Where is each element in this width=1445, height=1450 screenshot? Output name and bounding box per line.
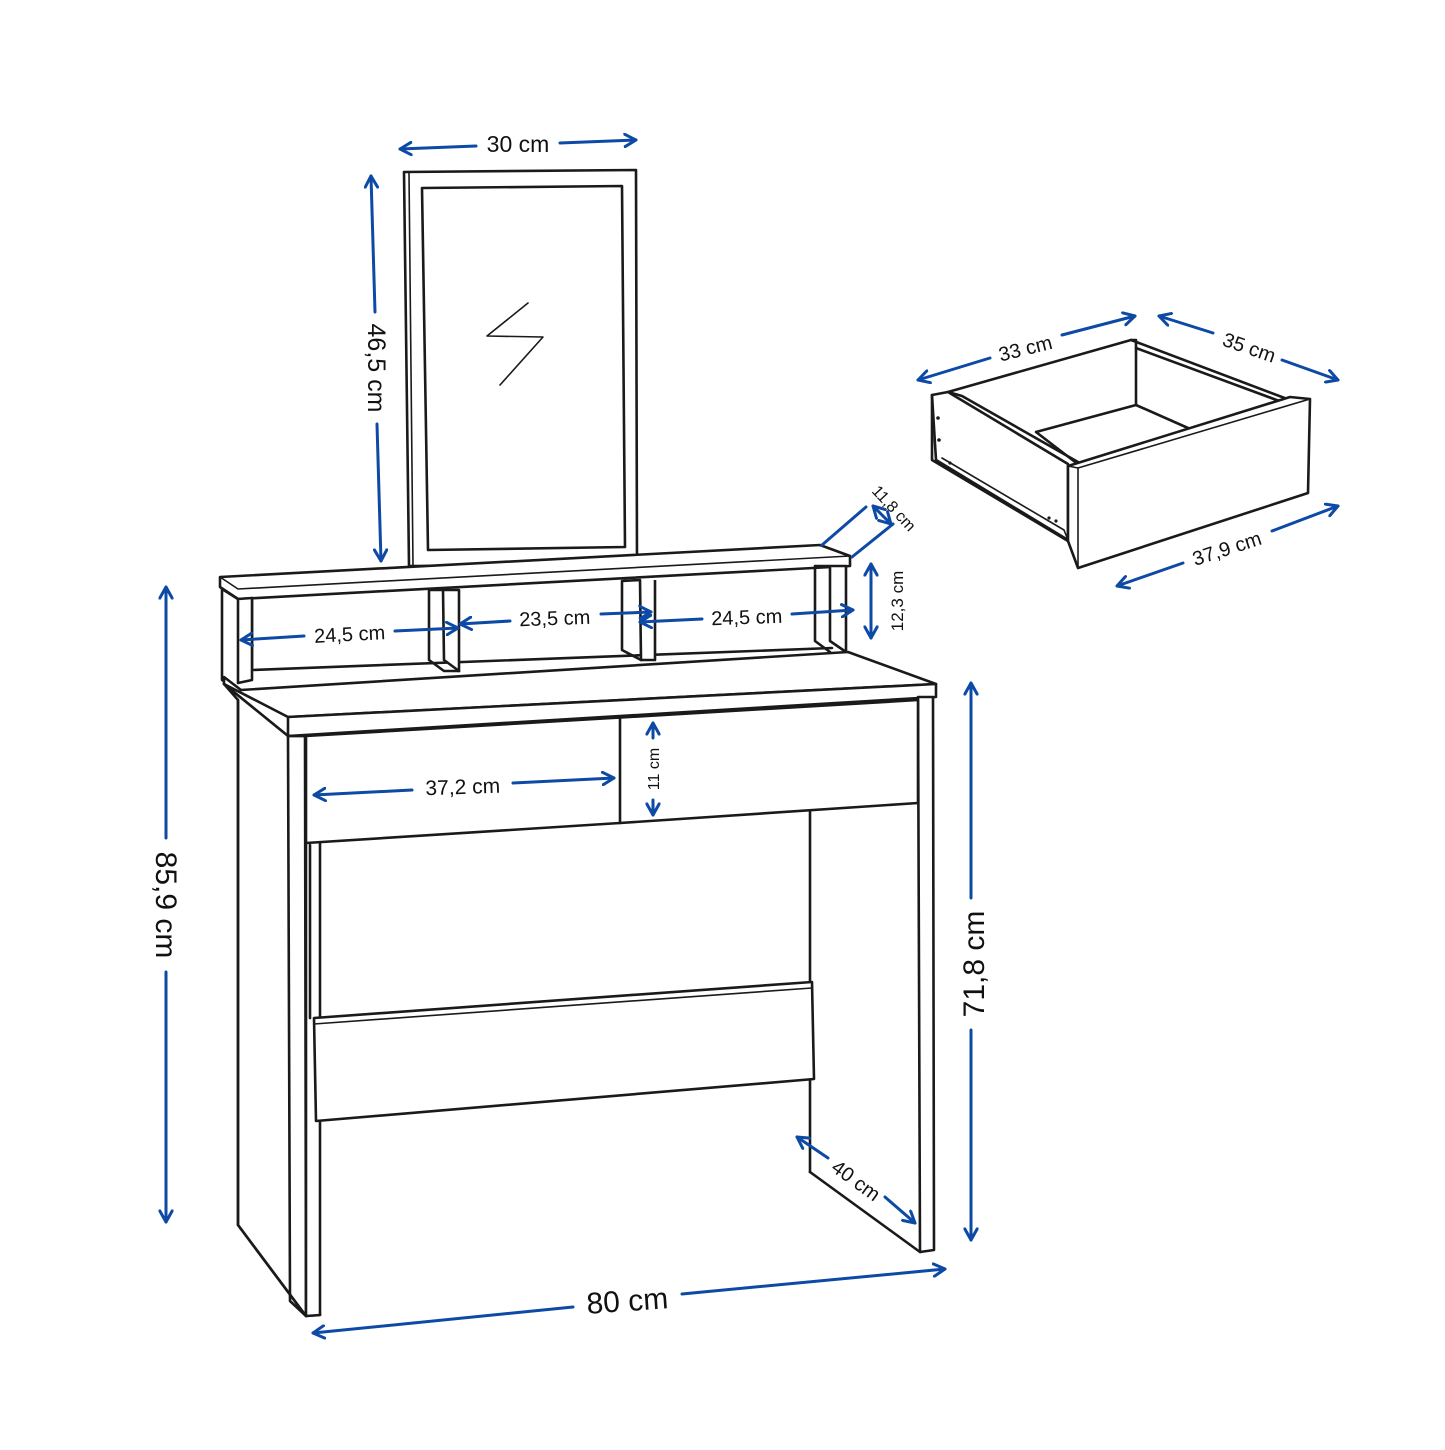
dim-drawer-width-right xyxy=(511,778,616,783)
drawer-left-rim-inner xyxy=(946,390,1080,464)
hutch-left-side-edge xyxy=(220,587,240,692)
label-desk-width: 80 cm xyxy=(585,1282,669,1321)
label-drawer-front-width: 37,9 cm xyxy=(1190,528,1264,571)
hutch-top-board xyxy=(218,543,852,601)
hutch-left-side xyxy=(221,587,254,685)
dim-compartment-1-right xyxy=(393,628,460,631)
dim-drawer-inner-depth-left xyxy=(1157,316,1215,335)
label-mirror-width: 30 cm xyxy=(487,131,550,157)
drawer-back xyxy=(947,338,1138,434)
hutch-right-side xyxy=(815,564,848,654)
label-drawer-height: 11 cm xyxy=(646,748,663,790)
runner-screw xyxy=(948,461,952,465)
label-desk-height: 71,8 cm xyxy=(958,911,991,1018)
drawer-right-rim-inner xyxy=(1134,346,1284,404)
dim-desk-width-right xyxy=(680,1269,947,1296)
label-mirror-height: 46,5 cm xyxy=(362,324,390,413)
label-hutch-height: 12,3 cm xyxy=(888,571,907,631)
dim-compartment-2-right xyxy=(599,612,653,614)
dim-desk-depth-top xyxy=(795,1135,830,1160)
drawer-bottom-right xyxy=(1134,403,1190,430)
mirror-frame-edge xyxy=(408,172,414,567)
dim-compartment-1-left xyxy=(239,636,306,640)
drawer-screw-hole xyxy=(936,416,940,420)
dim-mirror-width-right xyxy=(558,140,638,143)
hutch-divider-1-edge xyxy=(427,588,461,673)
dim-drawer-width-left xyxy=(312,790,414,795)
mirror-reflection-icon xyxy=(486,302,544,386)
dim-drawer-front-width-right xyxy=(1270,506,1340,533)
desk-right-leg-front xyxy=(916,695,936,1254)
runner-screw xyxy=(1054,519,1058,523)
dim-compartment-2-left xyxy=(458,621,512,624)
drawer-left-side-edge xyxy=(930,393,1070,543)
runner-screw xyxy=(1047,516,1051,520)
dimension-lines xyxy=(166,140,1340,1333)
dim-compartment-3-left xyxy=(638,619,704,622)
hutch-divider-1 xyxy=(429,588,461,673)
mirror-glass xyxy=(420,184,627,552)
drawer-screw-hole xyxy=(937,438,941,442)
label-compartment-1: 24,5 cm xyxy=(314,622,386,648)
desk-right-side-bottom xyxy=(808,1170,922,1254)
dim-hutch-depth xyxy=(871,504,893,526)
hutch-right-side-edge xyxy=(813,564,832,654)
label-total-height: 85,9 cm xyxy=(149,852,182,959)
dim-desk-depth-bottom xyxy=(883,1195,917,1225)
drawer-right-rim-outer xyxy=(1129,338,1292,402)
desk xyxy=(222,650,938,1318)
drawer-runner-rail-lower xyxy=(945,465,1063,537)
hutch-divider-2 xyxy=(621,578,657,662)
desk-top-front-edge xyxy=(286,682,938,738)
dim-compartment-3-right xyxy=(790,610,855,614)
hutch-shelf xyxy=(218,543,852,692)
dim-mirror-height-bottom xyxy=(377,422,381,563)
label-compartment-3: 24,5 cm xyxy=(711,606,783,630)
dim-mirror-width-left xyxy=(398,146,478,149)
hutch-divider-2-edge xyxy=(620,579,643,662)
label-compartment-2: 23,5 cm xyxy=(519,607,591,631)
modesty-panel-bevel xyxy=(313,987,813,1025)
dim-drawer-inner-width-left xyxy=(916,356,992,380)
dim-drawer-front-width-left xyxy=(1115,561,1185,586)
drawer-runner-rail xyxy=(941,457,1069,541)
modesty-panel xyxy=(312,980,816,1123)
mirror xyxy=(402,168,639,568)
drawer-front xyxy=(1066,395,1312,570)
dim-drawer-inner-depth-right xyxy=(1280,358,1340,380)
label-drawer-width: 37,2 cm xyxy=(425,775,500,801)
label-desk-depth: 40 cm xyxy=(827,1156,884,1206)
hutch-top-edge xyxy=(219,555,851,590)
dimension-labels: 30 cm 46,5 cm 11,8 cm 12,3 cm 24,5 cm 23… xyxy=(149,131,1278,1321)
label-drawer-inner-depth: 35 cm xyxy=(1220,329,1279,368)
desk-left-side-outline xyxy=(236,698,308,1318)
mirror-frame xyxy=(402,168,639,568)
dim-desk-width-left xyxy=(311,1305,575,1333)
dim-mirror-height-top xyxy=(371,174,375,314)
drawer-detail xyxy=(930,338,1312,570)
dim-hutch-depth-front xyxy=(850,522,895,559)
dim-drawer-inner-width-right xyxy=(1060,316,1137,337)
label-drawer-inner-width: 33 cm xyxy=(996,332,1054,367)
dim-hutch-depth-back xyxy=(820,505,868,547)
